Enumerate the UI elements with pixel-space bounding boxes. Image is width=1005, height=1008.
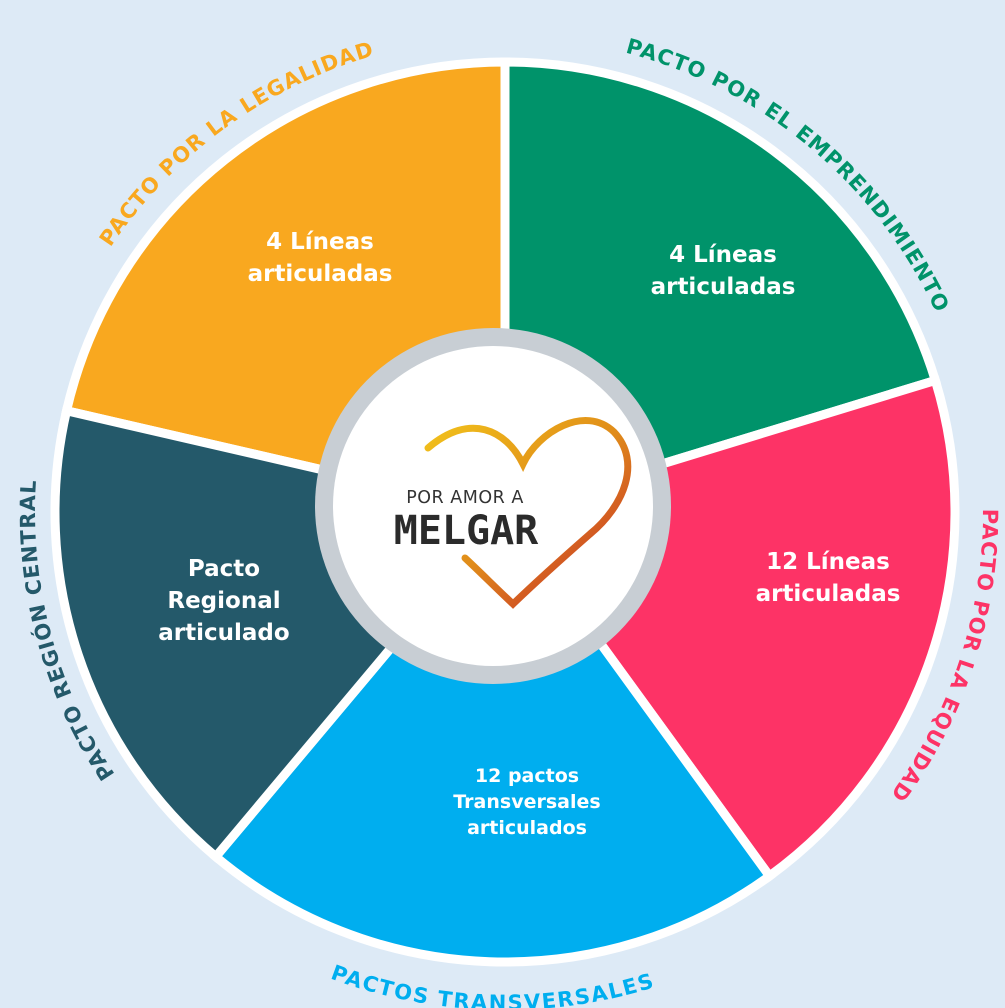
segment-text-line: 12 pactos [475,765,579,787]
center-logo: POR AMOR A MELGAR [315,328,671,684]
segment-text-line: articuladas [651,274,796,300]
logo-line2: MELGAR [394,508,539,554]
segment-transversales [209,504,776,967]
heart-icon [424,417,632,609]
logo-line1: POR AMOR A [406,488,524,508]
segment-text-line: Transversales [453,791,600,813]
segment-text-equidad: 12 Líneas articuladas [756,549,901,607]
segment-text-line: Regional [167,588,280,614]
segment-text-line: 4 Líneas [669,242,777,268]
segment-text-line: articulado [158,620,289,646]
segment-text-line: 4 Líneas [266,229,374,255]
segment-text-line: 12 Líneas [766,549,890,575]
segment-text-emprendimiento: 4 Líneas articuladas [651,242,796,300]
arc-label-transversales: PACTOS TRANSVERSALES [328,960,657,1008]
segment-text-line: articuladas [756,581,901,607]
segment-text-legalidad: 4 Líneas articuladas [248,229,393,287]
logo-ring-inner [333,346,653,666]
segment-text-line: articuladas [248,261,393,287]
segment-text-line: Pacto [188,556,260,582]
segment-text-line: articulados [467,817,587,839]
